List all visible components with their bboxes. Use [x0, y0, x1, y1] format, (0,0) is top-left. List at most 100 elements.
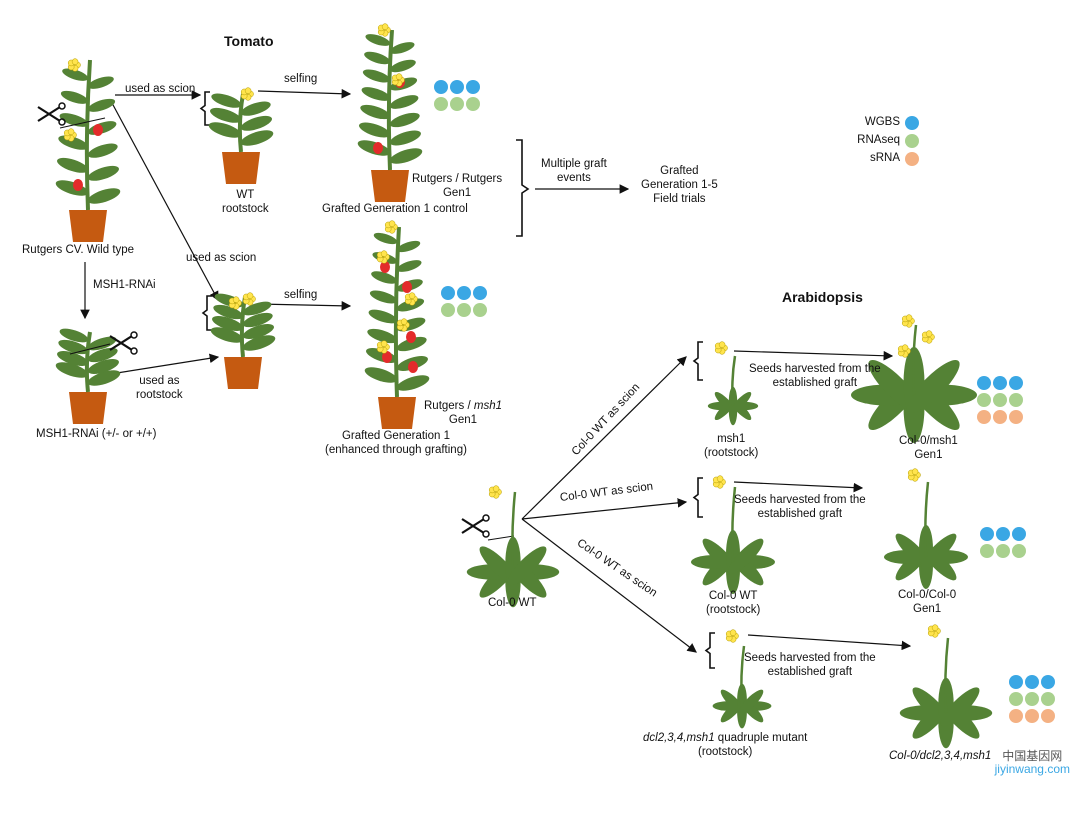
col0-msh1-label: Col-0/msh1 Gen1: [899, 434, 958, 462]
pot: [69, 392, 107, 424]
fruit: [382, 351, 392, 363]
plant-msh1-rootstock: [210, 292, 276, 389]
scissors-icon: [37, 102, 66, 126]
dot-groups: [434, 80, 1055, 723]
data-dot: [1012, 527, 1026, 541]
legend-dot-rnaseq: [905, 134, 919, 148]
arrow-3: [111, 102, 219, 302]
leaf: [57, 351, 89, 366]
dcl-rootstock-italic: dcl2,3,4,msh1: [643, 732, 715, 744]
rutgers-rutgers-label: Rutgers / Rutgers Gen1: [412, 172, 502, 200]
stem: [731, 355, 737, 407]
dots-rutgers-rutgers: [434, 80, 480, 111]
data-dot: [1009, 692, 1023, 706]
stem: [924, 481, 930, 558]
leaf: [55, 180, 89, 196]
bracket-msh1-rootstock: [201, 295, 212, 331]
msh1-rootstock-line1: msh1: [717, 433, 746, 445]
leaf: [87, 359, 119, 374]
col0-col0-line1: Col-0/Col-0: [898, 589, 957, 601]
col0-wt-label: Col-0 WT: [488, 597, 537, 609]
arrow-8: [521, 356, 687, 520]
leaf: [55, 362, 89, 378]
pot: [69, 210, 107, 242]
pot: [371, 170, 409, 202]
flower-petal: [408, 292, 416, 299]
bracket-ara-1: [692, 341, 703, 381]
leaf: [389, 112, 420, 128]
arabidopsis-title: Arabidopsis: [782, 289, 863, 305]
leaf: [240, 101, 271, 116]
pot: [378, 397, 416, 429]
arrow-13: [747, 634, 912, 651]
used-as-scion-label-1: used as scion: [125, 83, 196, 95]
fruit: [402, 281, 412, 293]
rutgers-msh1-line2: Gen1: [448, 414, 478, 426]
fruit: [406, 331, 416, 343]
arrow-2: [257, 88, 352, 99]
bracket-ara-2: [692, 477, 703, 518]
plant-rutgers-msh1: [364, 220, 430, 429]
leaf: [240, 130, 274, 146]
seeds-label-3: Seeds harvested from the established gra…: [744, 651, 876, 679]
msh1-rnai-plant-label: MSH1-RNAi (+/- or +/+): [36, 428, 157, 440]
flower-petal: [246, 292, 254, 299]
leaf: [240, 115, 272, 131]
leaf: [396, 260, 422, 272]
flower-petal: [232, 296, 240, 303]
leaf: [396, 375, 430, 391]
flower-petal: [729, 629, 737, 636]
flower-petal: [911, 468, 919, 475]
stem: [393, 226, 401, 398]
leaf: [396, 336, 427, 352]
leaf: [58, 339, 89, 355]
data-dot: [1041, 692, 1055, 706]
plant-colwt-rootstock: [691, 475, 775, 594]
leaf: [87, 370, 121, 386]
leaf: [364, 51, 391, 65]
msh1-rootstock-label: msh1 (rootstock): [704, 432, 758, 460]
data-dot: [1009, 393, 1023, 407]
scissor-blade: [109, 335, 133, 351]
dots-col0-msh1: [977, 376, 1023, 424]
wt-rootstock-label: WT rootstock: [222, 188, 269, 216]
watermark-line1: 中国基因网: [1002, 749, 1063, 763]
leaf: [359, 122, 391, 138]
arrow-10: [521, 518, 697, 653]
leaf: [211, 93, 242, 108]
data-dot: [434, 97, 448, 111]
plant-col0-msh1: [851, 314, 977, 443]
rosette-leaf: [906, 359, 960, 414]
plant-rutgers-rutgers: [357, 23, 423, 202]
rosette-leaf: [730, 391, 752, 414]
gen1-enhanced-line1: Grafted Generation 1: [341, 430, 450, 442]
scissors-icon: [461, 514, 490, 538]
dots-rutgers-msh1: [441, 286, 487, 317]
arrow-12: [733, 481, 864, 493]
flower-petal: [931, 624, 939, 631]
leaf: [60, 90, 89, 104]
dcl-rootstock-rest: quadruple mutant: [714, 732, 808, 744]
data-dot: [457, 303, 471, 317]
data-dot: [1025, 692, 1039, 706]
msh1-rootstock-line2: (rootstock): [704, 447, 759, 459]
flower-petal: [395, 73, 403, 80]
rutgers-msh1-italic: msh1: [473, 400, 502, 412]
col0-col0-label: Col-0/Col-0 Gen1: [898, 588, 956, 616]
multiple-graft-label: Multiple graft events: [541, 157, 607, 185]
flower-petal: [905, 314, 913, 321]
stem: [237, 93, 245, 153]
data-dot: [441, 286, 455, 300]
data-dot: [1025, 709, 1039, 723]
rosette-leaf: [921, 533, 957, 570]
rosette-leaf: [940, 687, 980, 727]
col0-msh1-line1: Col-0/msh1: [899, 435, 958, 447]
multiple-graft-line2: events: [556, 172, 591, 184]
dots-col0-dcl: [1009, 675, 1055, 723]
legend-rnaseq-label: RNAseq: [857, 134, 900, 146]
leaf: [210, 107, 242, 123]
flower-petal: [388, 220, 396, 227]
watermark: 中国基因网 jiyinwang.com: [995, 750, 1070, 776]
used-as-rootstock-line1: used as: [139, 375, 180, 387]
col0-msh1-line2: Gen1: [914, 449, 943, 461]
